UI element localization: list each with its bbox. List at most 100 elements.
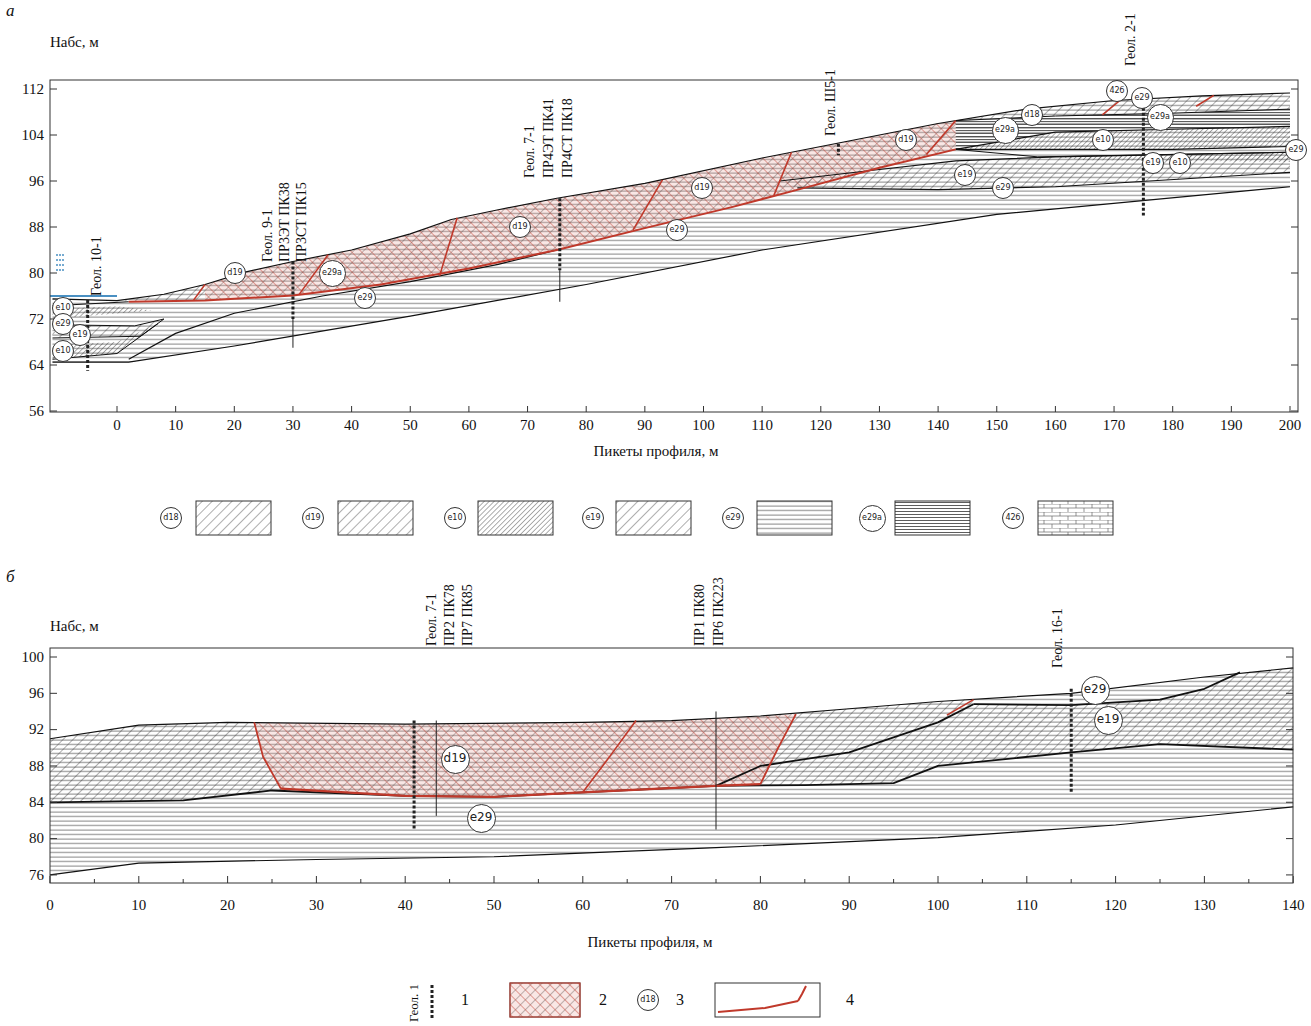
layer-code: e29a [322,269,342,278]
tick-mark [1248,879,1249,883]
borehole [558,198,561,270]
axis-tick-label: 72 [29,311,44,328]
legend-number: 2 [599,991,607,1009]
tick-mark [703,406,704,412]
axis-tick-label: 160 [1044,417,1067,434]
tick-mark [1291,411,1298,412]
tick-mark [449,879,450,883]
axis-tick-label: 70 [664,897,679,914]
scarp-line [1196,95,1214,106]
axis-tick-label: 110 [751,417,773,434]
axis-tick-label: 92 [29,721,44,738]
slip-surface [281,784,761,797]
landslide-zone [205,121,956,301]
tick-mark [1115,876,1116,883]
tick-mark [50,135,57,136]
scarp-line [926,121,955,155]
legend-text: d18 [163,514,178,523]
axis-tick-label: 130 [1193,897,1216,914]
water-mark [56,269,64,271]
text-label: Геол. Ш5-1 [823,69,838,136]
layer-boundary [716,704,974,786]
water-mark [56,259,64,261]
tick-mark [50,89,57,90]
layer-code: e19 [957,171,972,180]
tick-mark [1160,879,1161,883]
axis-tick-label: 120 [1104,897,1127,914]
layer-boundary [797,172,1290,189]
tick-mark [360,879,361,883]
d19-layer [117,121,956,302]
layer-code-circle: e10 [1169,152,1191,174]
scarp-line [633,180,662,230]
tick-mark [50,181,57,182]
axis-tick-label: 80 [29,265,44,282]
legend-code-circle: 42б [1002,507,1024,529]
tick-mark [1204,876,1205,883]
layer-code: d19 [444,752,467,765]
legend-code-circle: e29 [722,507,744,529]
tick-mark [50,365,57,366]
legend-swatch [510,983,580,1017]
layer-code: d18 [640,996,655,1005]
text-label: Геол. 9-1 [260,209,275,262]
text-label: Геол. 10-1 [89,236,104,296]
landslide-hatch [254,714,796,797]
tick-mark [1055,406,1056,412]
tick-mark [1290,406,1291,412]
e29-layer [50,668,1293,875]
axis-tick-label: 40 [398,897,413,914]
borehole [413,721,416,830]
text-label: Геол. 1 [407,984,421,1022]
text-label: ПР4ЭТ ПК41 [541,98,556,178]
axis-tick-label: 84 [29,794,44,811]
tick-mark [1291,319,1298,320]
layer-boundary [956,147,1290,150]
tick-mark [1286,693,1293,694]
axis-tick-label: 80 [29,830,44,847]
tick-mark [50,874,57,875]
tick-mark [468,406,469,412]
tick-mark [50,765,57,766]
tick-mark [227,876,228,883]
legend-swatch [510,983,580,1017]
layer-code-circle: e19 [1142,152,1164,174]
axis-tick-label: 104 [22,127,45,144]
tick-mark [50,411,57,412]
text-label: Геол. 2-1 [1123,13,1138,66]
layer-code-circle: e29 [1285,139,1307,161]
legend-text: d19 [305,514,320,523]
legend-swatch [478,501,553,535]
tick-mark [586,406,587,412]
scarp-line [760,714,796,784]
axis-tick-label: 190 [1220,417,1243,434]
text-label: б [6,568,15,587]
layer-code-circle: d19 [441,745,470,774]
layer-code: e19 [1145,159,1160,168]
axis-tick-label: 90 [637,417,652,434]
tick-mark [1291,365,1298,366]
water-mark [56,254,64,256]
layer-code: 42б [1109,87,1124,96]
tick-mark [716,879,717,883]
axis-tick-label: 170 [1103,417,1126,434]
tick-mark [1291,89,1298,90]
legend-number: 3 [676,991,684,1009]
layer-code: e19 [1097,713,1120,726]
tick-mark [1293,876,1294,883]
layer-code-circle: d19 [691,177,713,199]
tick-mark [671,876,672,883]
legend-line [718,986,806,1012]
layer-code-circle: d18 [637,989,659,1011]
legend-swatch [715,983,820,1017]
plot-frame [50,648,1293,883]
layer-code-circle: e29a [1147,104,1174,131]
borehole [291,262,294,320]
text-label: Hабс, м [50,618,99,635]
axis-tick-label: 110 [1016,897,1038,914]
axis-tick-label: 100 [692,417,715,434]
text-label: Геол. 7-1 [522,125,537,178]
layer-code: d19 [898,136,913,145]
tick-mark [762,406,763,412]
